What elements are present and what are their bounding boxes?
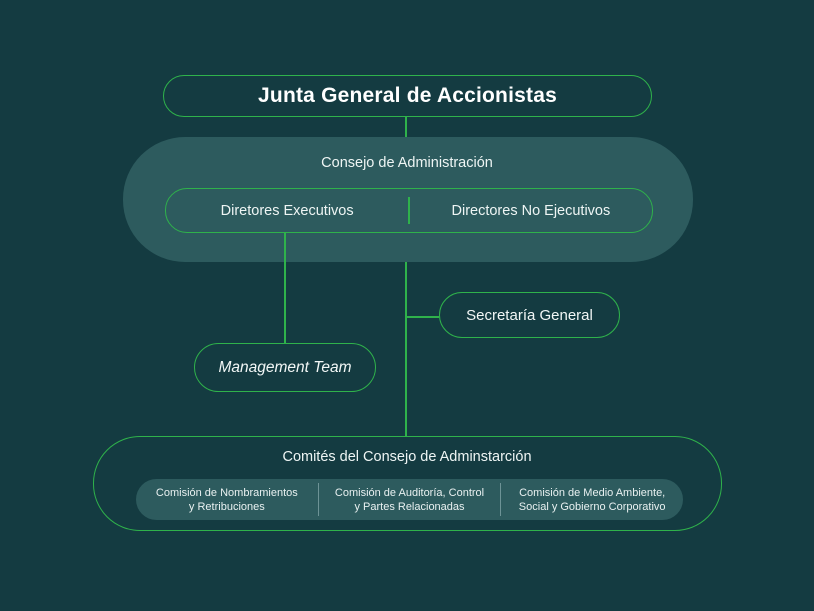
- node-management-team: Management Team: [194, 343, 376, 392]
- comision-auditoria-line2: y Partes Relacionadas: [354, 500, 465, 513]
- node-management-team-label: Management Team: [218, 358, 352, 376]
- comites-divider-2: [500, 483, 502, 516]
- node-junta-general-label: Junta General de Accionistas: [258, 84, 557, 107]
- node-junta-general: Junta General de Accionistas: [163, 75, 652, 117]
- node-comision-auditoria: Comisión de Auditoría, Control y Partes …: [319, 479, 501, 520]
- comites-bar: Comisión de Nombramientos y Retribucione…: [136, 479, 683, 520]
- comision-medio-ambiente-line1: Comisión de Medio Ambiente,: [519, 486, 666, 499]
- node-consejo-panel: [123, 137, 693, 262]
- node-directors-box: Diretores Executivos Directores No Ejecu…: [165, 188, 653, 233]
- node-comites-container: [93, 436, 722, 531]
- comites-divider-1: [317, 483, 319, 516]
- connector-executivos-to-management: [284, 233, 286, 343]
- node-directores-ejecutivos: Diretores Executivos: [220, 202, 354, 219]
- comision-nombramientos-line1: Comisión de Nombramientos: [155, 486, 298, 499]
- comision-nombramientos-line2: y Retribuciones: [188, 500, 265, 513]
- comision-medio-ambiente-line2: Social y Gobierno Corporativo: [518, 500, 666, 513]
- connector-consejo-to-comites: [405, 262, 407, 436]
- node-comision-nombramientos: Comisión de Nombramientos y Retribucione…: [136, 479, 318, 520]
- node-consejo-title: Consejo de Administración: [321, 155, 493, 171]
- comision-auditoria-line1: Comisión de Auditoría, Control: [334, 486, 485, 499]
- connector-junta-to-consejo: [405, 117, 407, 138]
- connector-to-secretaria: [406, 316, 439, 318]
- node-secretaria-general: Secretaría General: [439, 292, 620, 338]
- node-comites-title: Comités del Consejo de Adminstarción: [282, 449, 532, 465]
- directors-divider: [408, 197, 410, 224]
- node-secretaria-general-label: Secretaría General: [466, 306, 593, 324]
- node-comision-medio-ambiente: Comisión de Medio Ambiente, Social y Gob…: [501, 479, 683, 520]
- node-directores-no-ejecutivos: Directores No Ejecutivos: [451, 202, 611, 219]
